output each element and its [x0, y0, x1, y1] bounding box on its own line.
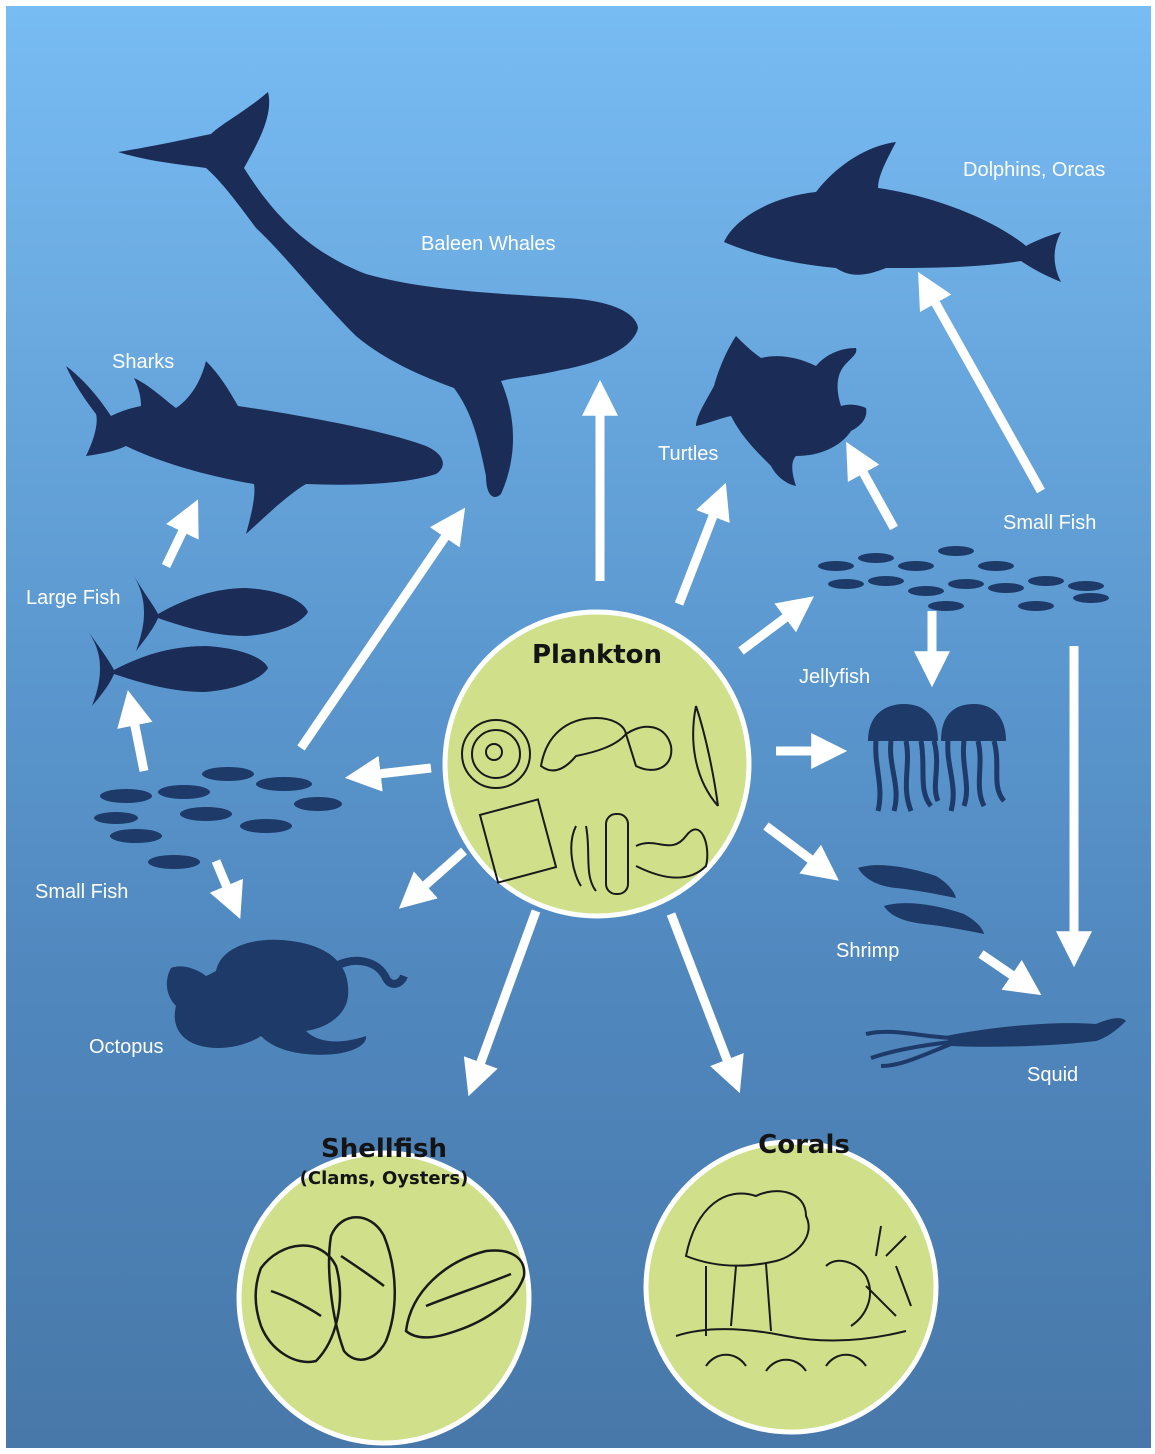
shark-silhouette: [66, 361, 443, 534]
label-jellyfish: Jellyfish: [799, 666, 870, 689]
shellfish-subtitle: (Clams, Oysters): [274, 1168, 494, 1189]
plankton-title: Plankton: [497, 640, 697, 670]
arrow-plankton-to-shrimp: [766, 826, 826, 871]
arrow-small-fish-left-to-baleen-whales: [301, 521, 456, 748]
arrow-plankton-to-shellfish: [474, 911, 536, 1081]
label-octopus: Octopus: [89, 1036, 163, 1059]
food-web-diagram: Plankton Shellfish (Clams, Oysters) Cora…: [6, 6, 1151, 1448]
corals-node: [646, 1142, 936, 1432]
octopus-silhouette: [167, 940, 404, 1055]
label-dolphins-orcas: Dolphins, Orcas: [963, 159, 1105, 182]
arrow-plankton-to-small-fish-right: [741, 606, 801, 651]
corals-title: Corals: [704, 1130, 904, 1160]
small-fish-school-left: [94, 767, 342, 869]
arrow-plankton-to-turtles: [679, 498, 720, 604]
label-baleen-whales: Baleen Whales: [421, 233, 556, 256]
arrow-small-fish-right-to-turtles: [854, 456, 894, 528]
label-sharks: Sharks: [112, 351, 174, 374]
shellfish-node: [239, 1153, 529, 1443]
small-fish-school-right: [818, 546, 1109, 611]
label-small-fish-left: Small Fish: [35, 881, 128, 904]
label-large-fish: Large Fish: [26, 587, 121, 610]
arrow-large-fish-to-sharks: [166, 514, 191, 566]
arrow-small-fish-left-to-octopus: [216, 861, 234, 904]
shrimp-silhouette: [858, 865, 984, 934]
food-web-graphics: [6, 6, 1151, 1448]
arrow-small-fish-right-to-dolphins: [926, 286, 1041, 491]
arrow-small-fish-left-to-large-fish: [131, 706, 144, 771]
label-squid: Squid: [1027, 1064, 1078, 1087]
label-turtles: Turtles: [658, 443, 718, 466]
label-small-fish-right: Small Fish: [1003, 512, 1096, 535]
jellyfish-silhouette: [868, 704, 1006, 811]
label-shrimp: Shrimp: [836, 940, 899, 963]
squid-silhouette: [866, 1018, 1126, 1066]
large-fish-silhouette: [88, 576, 308, 706]
arrow-plankton-to-octopus: [411, 851, 464, 898]
arrow-plankton-to-corals: [671, 914, 734, 1078]
shellfish-title: Shellfish: [284, 1134, 484, 1164]
turtle-silhouette: [696, 336, 866, 486]
arrow-shrimp-to-squid: [981, 954, 1028, 986]
arrow-plankton-to-small-fish-left: [361, 768, 431, 776]
